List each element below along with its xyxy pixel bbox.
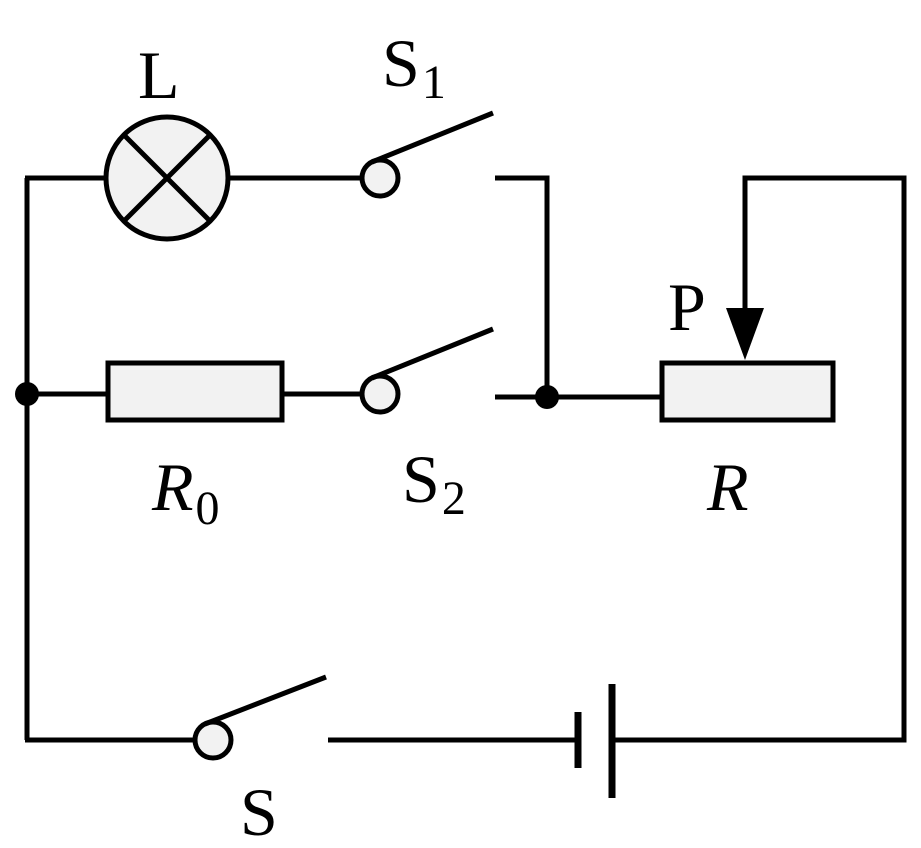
switch-s1: [359, 110, 494, 199]
rheostat-r-label: R: [706, 449, 749, 525]
switch-s1-label: S1: [382, 25, 446, 109]
switch-s2-lever: [371, 326, 494, 381]
slider-p-label: P: [668, 269, 706, 345]
junction-dot-left: [15, 382, 39, 406]
switch-s1-lever: [371, 110, 494, 165]
switch-s-lever: [204, 674, 327, 727]
wire-slider-loop: [612, 175, 907, 743]
switch-s1-pivot-icon: [359, 157, 401, 199]
resistor-r0-label: R0: [151, 449, 220, 535]
wire-s1-junction: [495, 175, 550, 397]
battery: [574, 684, 616, 798]
resistor-r0: [105, 360, 285, 423]
main-switch-label: S: [240, 774, 278, 848]
switch-s2: [359, 326, 494, 415]
lamp-label: L: [138, 37, 180, 113]
slider-p-arrow-icon: [726, 308, 764, 360]
switch-s2-pivot-icon: [359, 373, 401, 415]
switch-s2-label: S2: [402, 441, 466, 525]
rheostat-r: [659, 360, 836, 423]
switch-s-pivot-icon: [192, 719, 234, 761]
lamp-l: [103, 114, 231, 242]
junction-dot-right: [535, 385, 559, 409]
switch-s: [192, 674, 327, 761]
